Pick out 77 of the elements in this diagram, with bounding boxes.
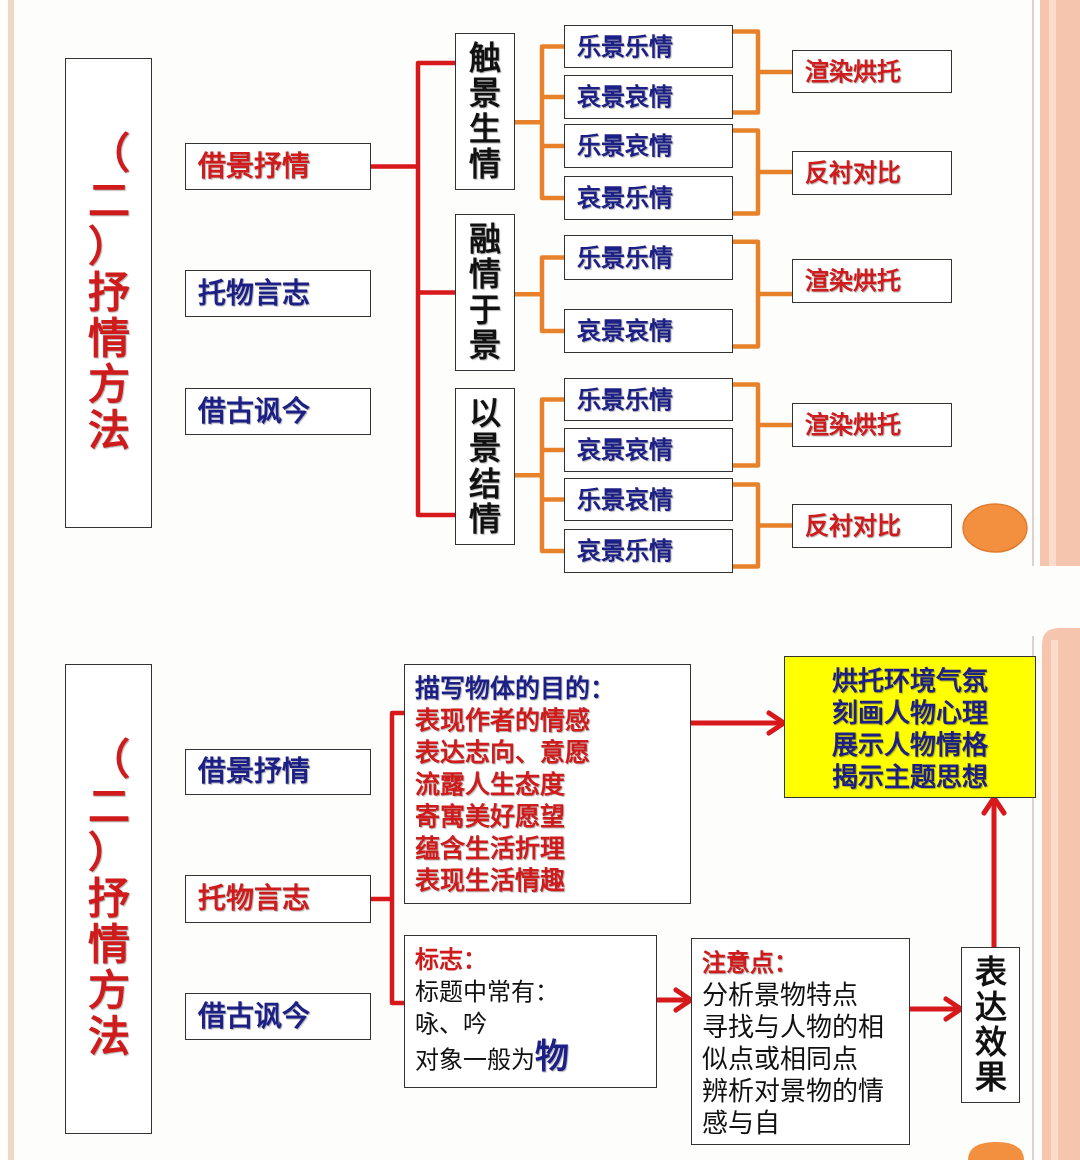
method-label: 借古讽今 — [198, 1000, 310, 1033]
method-label: 托物言志 — [198, 277, 310, 310]
purpose-item: 表现生活情趣 — [415, 865, 565, 897]
sign-text: 对象一般为物 — [415, 1040, 569, 1076]
scene-emotion-box — [564, 75, 733, 119]
effect-box — [792, 403, 952, 447]
effect-label: 渲染烘托 — [805, 410, 901, 441]
scene-emotion-box — [564, 378, 733, 421]
technique-label: 触景生情 — [469, 41, 501, 182]
expression-effect-box — [961, 947, 1020, 1103]
purpose-item: 流露人生态度 — [415, 769, 565, 801]
method-box — [185, 993, 371, 1040]
method-box — [185, 388, 371, 435]
effect-label: 反衬对比 — [805, 158, 901, 189]
sign-text: 标题中常有： — [415, 977, 559, 1008]
method-label: 借景抒情 — [198, 756, 310, 788]
method-label: 借古讽今 — [198, 395, 310, 428]
technique-box — [455, 214, 515, 371]
topic-box — [65, 664, 152, 1134]
scene-emotion-label: 哀景乐情 — [577, 536, 673, 567]
effect-item: 烘托环境气氛 — [832, 665, 988, 697]
scene-emotion-box — [564, 176, 733, 220]
effect-item: 刻画人物心理 — [832, 697, 988, 729]
scene-emotion-label: 哀景哀情 — [577, 435, 673, 466]
scene-emotion-label: 哀景哀情 — [577, 82, 673, 113]
technique-label: 以景结情 — [469, 396, 501, 537]
purpose-item: 表达志向、意愿 — [415, 737, 590, 769]
purpose-item: 蕴含生活折理 — [415, 833, 565, 865]
purpose-item: 寄寓美好愿望 — [415, 801, 565, 833]
notes-heading: 注意点： — [702, 948, 798, 979]
technique-box — [455, 33, 515, 190]
purpose-item: 表现作者的情感 — [415, 705, 590, 737]
method-label: 借景抒情 — [198, 150, 310, 183]
method-box — [185, 270, 371, 317]
scene-emotion-label: 乐景乐情 — [577, 384, 673, 416]
method-box — [185, 749, 371, 795]
method-label: 托物言志 — [198, 883, 310, 915]
effect-box — [792, 504, 952, 548]
expression-effect-label: 表达效果 — [974, 954, 1007, 1096]
scene-emotion-box — [564, 428, 733, 472]
effect-label: 渲染烘托 — [805, 56, 901, 88]
scene-emotion-box — [564, 478, 733, 521]
scene-emotion-label: 乐景乐情 — [577, 31, 673, 63]
sign-heading: 标志： — [415, 944, 487, 976]
scene-emotion-label: 乐景乐情 — [577, 242, 673, 274]
effect-item: 展示人物情格 — [832, 729, 988, 761]
technique-label: 融情于景 — [469, 222, 501, 363]
scene-emotion-label: 哀景乐情 — [577, 183, 673, 214]
method-box — [185, 143, 371, 190]
effect-box — [792, 151, 952, 195]
purpose-box — [404, 664, 691, 904]
scene-emotion-box — [564, 25, 733, 68]
topic-box — [65, 58, 152, 528]
purpose-heading: 描写物体的目的： — [415, 673, 615, 705]
technique-box — [455, 388, 515, 545]
effect-box — [792, 259, 952, 303]
topic-title: （二）抒情方法 — [87, 131, 130, 455]
notes-item: 分析景物特点 — [702, 979, 858, 1011]
method-box — [185, 875, 371, 923]
effect-label: 反衬对比 — [805, 511, 901, 542]
scene-emotion-box — [564, 235, 733, 280]
scene-emotion-label: 乐景哀情 — [577, 131, 673, 162]
notes-box — [691, 938, 910, 1145]
scene-emotion-label: 哀景哀情 — [577, 316, 673, 347]
scene-emotion-box — [564, 309, 733, 353]
sign-text: 咏、吟 — [415, 1009, 487, 1040]
scene-emotion-label: 乐景哀情 — [577, 484, 673, 516]
notes-item: 辨析对景物的情感与自 — [702, 1075, 885, 1139]
scene-emotion-box — [564, 124, 733, 168]
scene-emotion-box — [564, 529, 733, 573]
notes-item: 寻找与人物的相似点或相同点 — [702, 1011, 885, 1075]
effect-item: 揭示主题思想 — [832, 761, 988, 793]
effect-box — [792, 50, 952, 93]
sign-box — [404, 935, 657, 1088]
topic-title: （二）抒情方法 — [87, 737, 130, 1061]
effect-label: 渲染烘托 — [805, 266, 901, 297]
effect-summary-box — [784, 656, 1036, 798]
